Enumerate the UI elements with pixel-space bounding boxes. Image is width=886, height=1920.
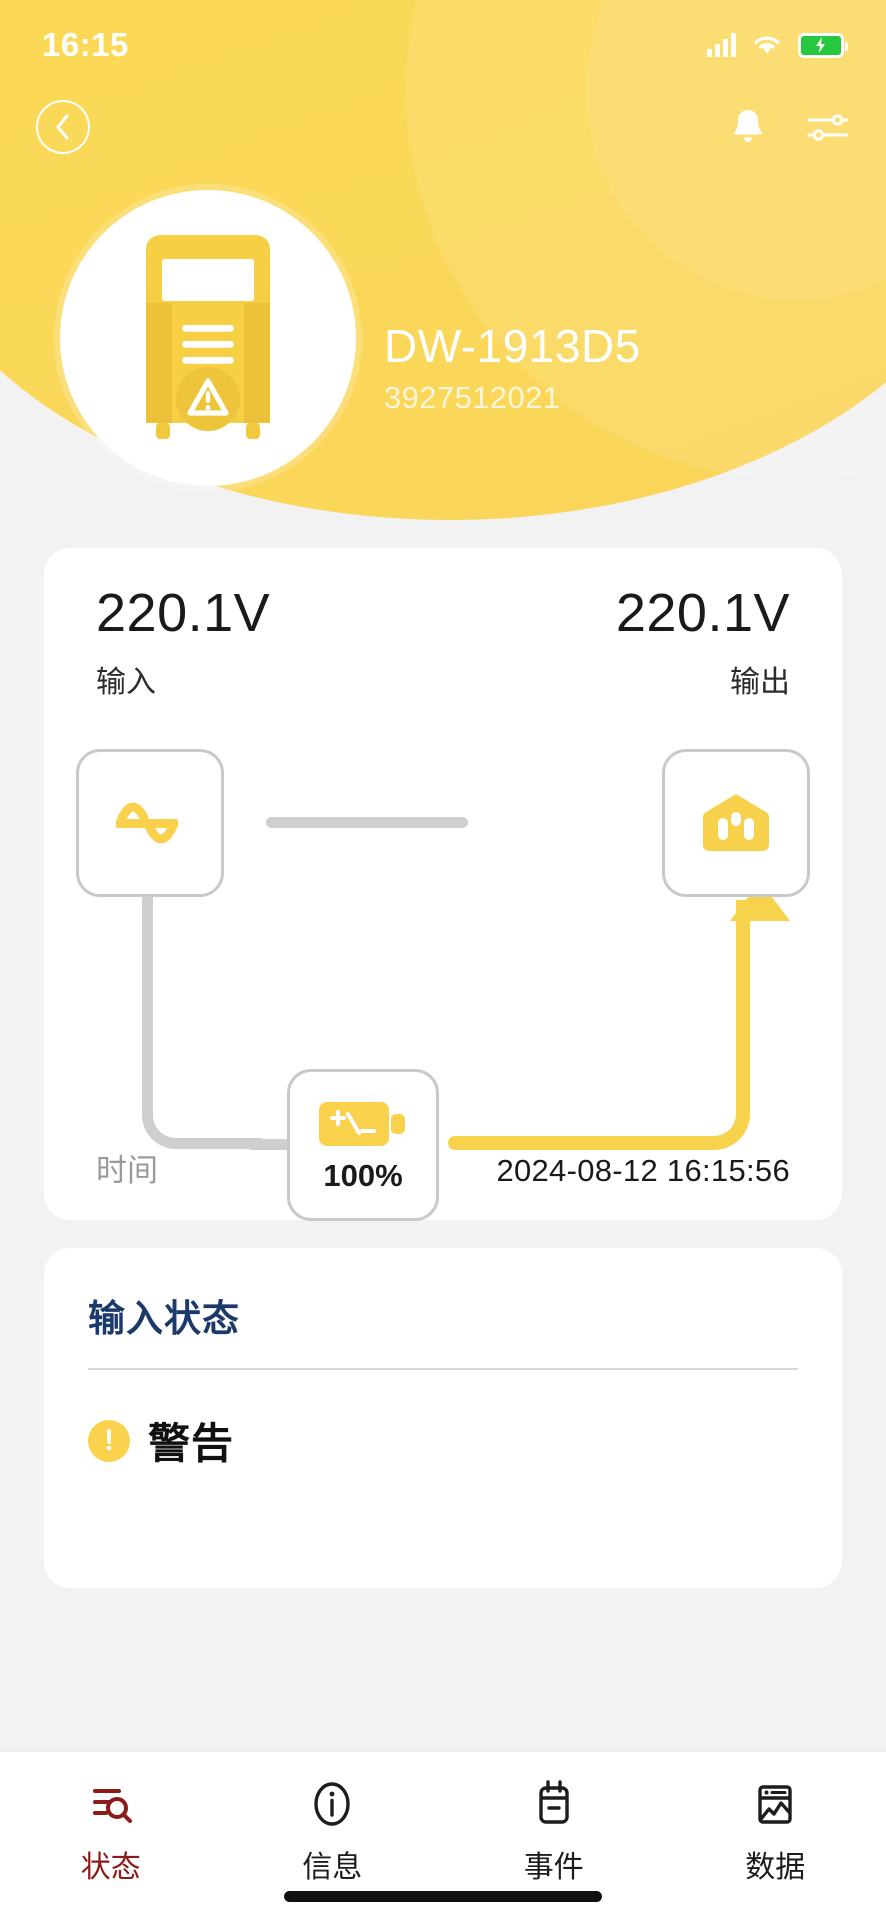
home-indicator[interactable] bbox=[284, 1891, 602, 1902]
input-status-card: 输入状态 ! 警告 bbox=[44, 1248, 842, 1588]
connector-battery-to-output bbox=[602, 900, 750, 1151]
status-divider bbox=[88, 1368, 798, 1370]
device-header: DW-1913D5 3927512021 bbox=[0, 178, 886, 498]
wifi-icon bbox=[754, 36, 780, 54]
power-outlet-icon bbox=[703, 794, 769, 852]
status-bar-icons bbox=[707, 32, 848, 58]
clipboard-icon bbox=[528, 1778, 580, 1830]
input-voltage-label: 输入 bbox=[96, 666, 156, 700]
warning-circle-icon: ! bbox=[88, 1419, 130, 1462]
tab-info[interactable]: 信息 bbox=[222, 1778, 444, 1886]
connector-input-to-output bbox=[266, 817, 468, 829]
battery-percent: 100% bbox=[323, 1158, 403, 1194]
status-bar: 16:15 bbox=[0, 0, 886, 90]
input-voltage-value: 220.1V bbox=[96, 583, 271, 643]
power-flow-card: 220.1V 输入 220.1V 输出 bbox=[44, 548, 842, 1222]
input-voltage-block: 220.1V 输入 bbox=[96, 583, 271, 701]
sliders-icon[interactable] bbox=[806, 109, 850, 145]
device-serial: 3927512021 bbox=[384, 380, 561, 416]
connector-input-to-battery-stub bbox=[250, 1139, 298, 1151]
connector-input-to-battery bbox=[142, 897, 262, 1150]
tab-events-label: 事件 bbox=[523, 1851, 584, 1884]
timestamp-row: 时间 2024-08-12 16:15:56 bbox=[44, 1145, 842, 1220]
timestamp-value: 2024-08-12 16:15:56 bbox=[496, 1153, 790, 1188]
tab-status[interactable]: 状态 bbox=[0, 1778, 222, 1886]
battery-node[interactable]: 100% bbox=[287, 1069, 439, 1222]
power-flow-diagram: 100% bbox=[44, 705, 842, 1222]
battery-charging-icon bbox=[798, 32, 848, 58]
timestamp-label: 时间 bbox=[96, 1153, 158, 1188]
back-button[interactable] bbox=[36, 100, 90, 154]
chart-document-icon bbox=[749, 1778, 801, 1830]
nav-actions bbox=[730, 106, 850, 148]
tab-data[interactable]: 数据 bbox=[665, 1778, 886, 1886]
tab-events[interactable]: 事件 bbox=[443, 1778, 665, 1886]
output-node[interactable] bbox=[662, 749, 810, 898]
output-voltage-label: 输出 bbox=[730, 666, 790, 700]
voltage-row: 220.1V 输入 220.1V 输出 bbox=[44, 548, 842, 701]
device-meta: DW-1913D5 3927512021 bbox=[384, 320, 641, 417]
input-node[interactable] bbox=[76, 749, 224, 898]
output-voltage-value: 220.1V bbox=[615, 583, 790, 643]
battery-plus-minus-icon bbox=[319, 1102, 405, 1147]
bell-icon[interactable] bbox=[730, 106, 766, 148]
status-bar-time: 16:15 bbox=[42, 26, 129, 63]
input-status-title: 输入状态 bbox=[88, 1298, 240, 1339]
ups-device-icon bbox=[146, 235, 270, 439]
avatar bbox=[60, 190, 356, 486]
chevron-left-icon bbox=[56, 114, 69, 140]
tab-status-label: 状态 bbox=[80, 1851, 141, 1884]
nav-bar bbox=[0, 86, 886, 168]
tab-data-label: 数据 bbox=[745, 1851, 806, 1884]
connector-battery-to-output-stub bbox=[448, 1136, 628, 1151]
tab-info-label: 信息 bbox=[302, 1851, 363, 1884]
output-voltage-block: 220.1V 输出 bbox=[615, 583, 790, 701]
device-name: DW-1913D5 bbox=[384, 319, 641, 372]
status-badge: ! 警告 bbox=[88, 1410, 798, 1471]
status-search-icon bbox=[85, 1778, 137, 1830]
ac-wave-icon bbox=[116, 803, 178, 844]
warning-label: 警告 bbox=[148, 1420, 235, 1467]
signal-bars-icon bbox=[707, 33, 736, 57]
info-circle-icon bbox=[306, 1778, 358, 1830]
